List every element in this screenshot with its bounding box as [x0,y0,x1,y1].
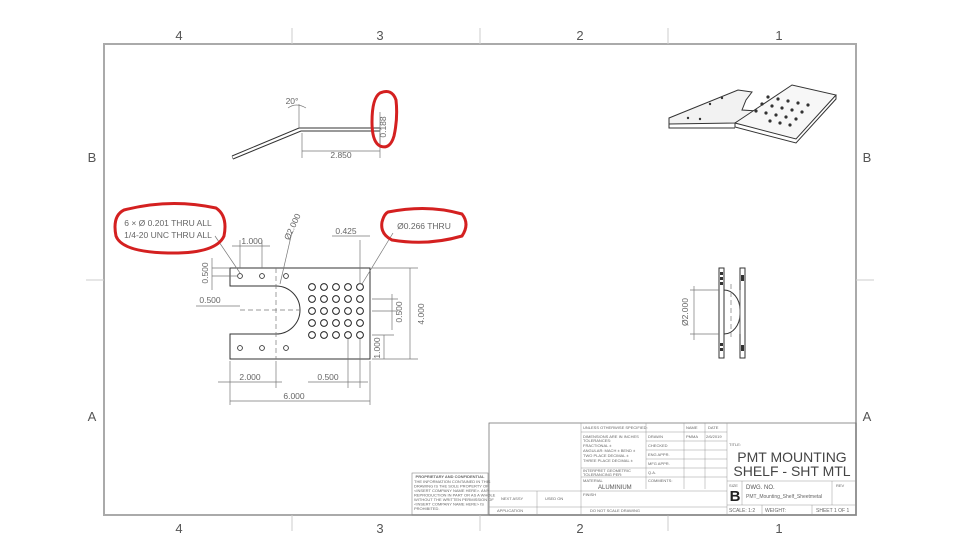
proprietary-line: <INSERT COMPANY NAME HERE> IS [414,502,484,507]
markup-thickness [370,90,399,149]
dim-bottom-vertical: 1.000 [372,337,382,359]
material-label: MATERIAL [583,478,603,483]
proprietary-line: DRAWING IS THE SOLE PROPERTY OF [414,484,489,489]
dim-edge-vertical: 0.500 [200,262,210,284]
finish-label: FINISH [583,492,596,497]
dim-slot-dia: Ø2.000 [282,212,303,242]
proprietary-line: WITHOUT THE WRITTEN PERMISSION OF [414,497,494,502]
tolerance-line: TWO PLACE DECIMAL ± [583,453,629,458]
dim-grid-pitch-h: 0.500 [317,372,339,382]
dim-height: 4.000 [416,303,426,325]
mfg-appr-label: MFG APPR. [648,461,670,466]
interpret-line: INTERPRET GEOMETRIC [583,468,631,473]
drawn-name: PMMA [686,434,698,439]
note-grid-hole: Ø0.266 THRU [397,221,451,231]
tolerance-line: THREE PLACE DECIMAL ± [583,458,634,463]
dim-end-dia: Ø2.000 [680,298,690,326]
markup-grid-hole [380,206,468,244]
rev-label: REV [836,483,845,488]
proprietary-line: PROHIBITED. [414,506,440,511]
drawing-title-line2: SHELF - SHT MTL [733,463,850,479]
red-markups [113,90,468,255]
tolerance-line: DIMENSIONS ARE IN INCHES [583,434,639,439]
eng-appr-label: ENG APPR. [648,452,670,457]
isometric-view [668,84,837,144]
do-not-scale-label: DO NOT SCALE DRAWING [590,508,640,513]
checked-label: CHECKED [648,443,668,448]
dim-grid-offset: 0.425 [335,226,357,236]
interpret-line: TOLERANCING PER: [583,472,622,477]
iso-holes [686,95,810,127]
proprietary-block: PROPRIETARY AND CONFIDENTIAL THE INFORMA… [411,472,496,516]
zone-left-a: A [88,409,97,424]
title-block: UNLESS OTHERWISE SPECIFIED: DIMENSIONS A… [488,422,857,516]
scale-label: SCALE: 1:2 [729,508,755,514]
mounting-hole-grid [308,283,364,339]
drawn-date: 2/6/2019 [706,434,722,439]
dim-slot-offset: 2.000 [239,372,261,382]
weight-label: WEIGHT: [765,508,786,514]
application-label: APPLICATION [497,508,523,513]
note-hole-line2: 1/4-20 UNC THRU ALL [124,230,212,240]
dim-bend-angle: 20° [286,96,299,106]
tolerance-header: UNLESS OTHERWISE SPECIFIED: [583,425,648,430]
dim-top-spacing: 1.000 [241,236,263,246]
tolerance-line: TOLERANCES: [583,438,611,443]
title-label: TITLE: [729,442,741,447]
zone-right-b: B [863,150,872,165]
zone-bottom-4: 4 [175,521,182,536]
markup-hole-note [113,202,227,255]
side-view: 20° 2.850 0.188 [231,96,388,160]
zone-top-1: 1 [775,28,782,43]
end-view: Ø2.000 [680,267,746,359]
proprietary-line: THE INFORMATION CONTAINED IN THIS [414,479,491,484]
date-column: DATE [708,425,719,430]
dwg-no-label: DWG. NO. [746,485,775,491]
dim-width: 6.000 [283,391,305,401]
sheet-size: B [730,488,741,505]
dim-grid-pitch-v: 0.500 [394,301,404,323]
proprietary-line: REPRODUCTION IN PART OR AS A WHOLE [414,493,496,498]
proprietary-title: PROPRIETARY AND CONFIDENTIAL [416,474,485,479]
zone-top-3: 3 [376,28,383,43]
dim-bend-length: 2.850 [330,150,352,160]
dwg-number: PMT_Mounting_Shelf_Sheetmetal [746,494,822,500]
zone-ticks [86,28,874,531]
zone-bottom-3: 3 [376,521,383,536]
dim-thickness: 0.188 [378,116,388,138]
comments-label: COMMENTS: [648,478,672,483]
sheet-number: SHEET 1 OF 1 [816,508,849,514]
name-column: NAME [686,425,698,430]
zone-top-4: 4 [175,28,182,43]
proprietary-line: <INSERT COMPANY NAME HERE>. ANY [414,488,490,493]
size-label: SIZE [729,483,738,488]
zone-top-2: 2 [576,28,583,43]
tolerance-line: ANGULAR: MACH ± BEND ± [583,448,636,453]
drawn-label: DRAWN [648,434,663,439]
material-value: ALUMINIUM [598,485,632,491]
tolerance-line: FRACTIONAL ± [583,443,612,448]
used-on-label: USED ON [545,496,563,501]
qa-label: Q.A. [648,470,656,475]
zone-left-b: B [88,150,97,165]
dim-edge-horizontal: 0.500 [199,295,221,305]
note-hole-line1: 6 × Ø 0.201 THRU ALL [124,218,212,228]
drawing-title-line1: PMT MOUNTING [737,449,846,465]
next-assy-label: NEXT ASSY [501,496,523,501]
zone-bottom-2: 2 [576,521,583,536]
zone-bottom-1: 1 [775,521,782,536]
end-view-holes [720,272,744,351]
tab-holes [237,273,289,351]
zone-right-a: A [863,409,872,424]
